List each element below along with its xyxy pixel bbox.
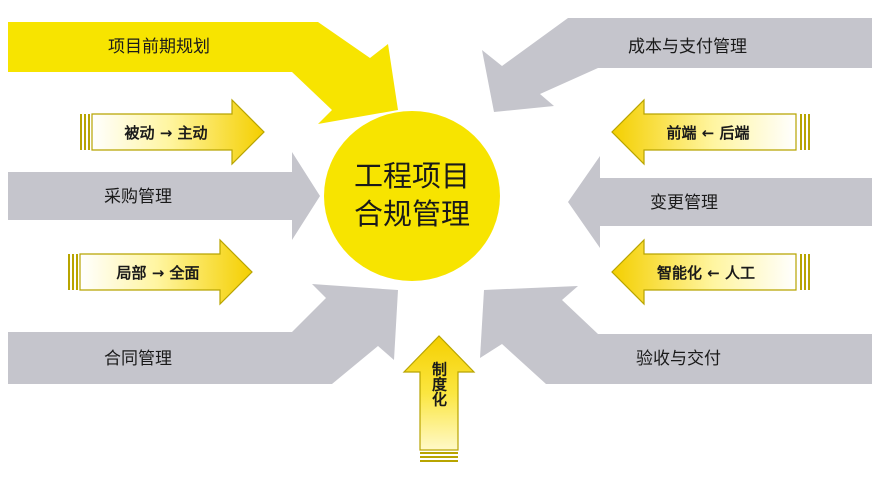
arrow-project-planning (8, 22, 398, 124)
center-title-line1: 工程项目 (354, 159, 470, 193)
center-title-line2: 合规管理 (354, 197, 470, 231)
label-front-back: 前端 ← 后端 (666, 124, 749, 142)
label-contract: 合同管理 (104, 349, 172, 369)
center-circle (324, 111, 500, 281)
arrow-acceptance-delivery (480, 286, 872, 384)
label-institutionalize: 制度化 (430, 361, 448, 407)
label-acceptance-delivery: 验收与交付 (636, 349, 721, 369)
label-procurement: 采购管理 (104, 187, 172, 207)
arrow-procurement (8, 152, 320, 240)
arrow-institutionalize (402, 335, 476, 462)
arrow-passive-to-active (80, 98, 265, 166)
label-passive-to-active: 被动 → 主动 (124, 124, 207, 142)
arrow-partial-to-full (68, 238, 253, 306)
arrow-front-back (611, 98, 810, 166)
label-cost-payment: 成本与支付管理 (628, 37, 747, 57)
arrow-change (568, 156, 872, 248)
arrow-contract (8, 284, 398, 384)
arrow-intelligent-manual (611, 238, 810, 306)
label-partial-to-full: 局部 → 全面 (115, 264, 199, 282)
label-intelligent-manual: 智能化 ← 人工 (657, 264, 755, 282)
arrow-cost-payment (482, 18, 872, 112)
label-change: 变更管理 (650, 193, 718, 213)
label-project-planning: 项目前期规划 (108, 37, 210, 57)
